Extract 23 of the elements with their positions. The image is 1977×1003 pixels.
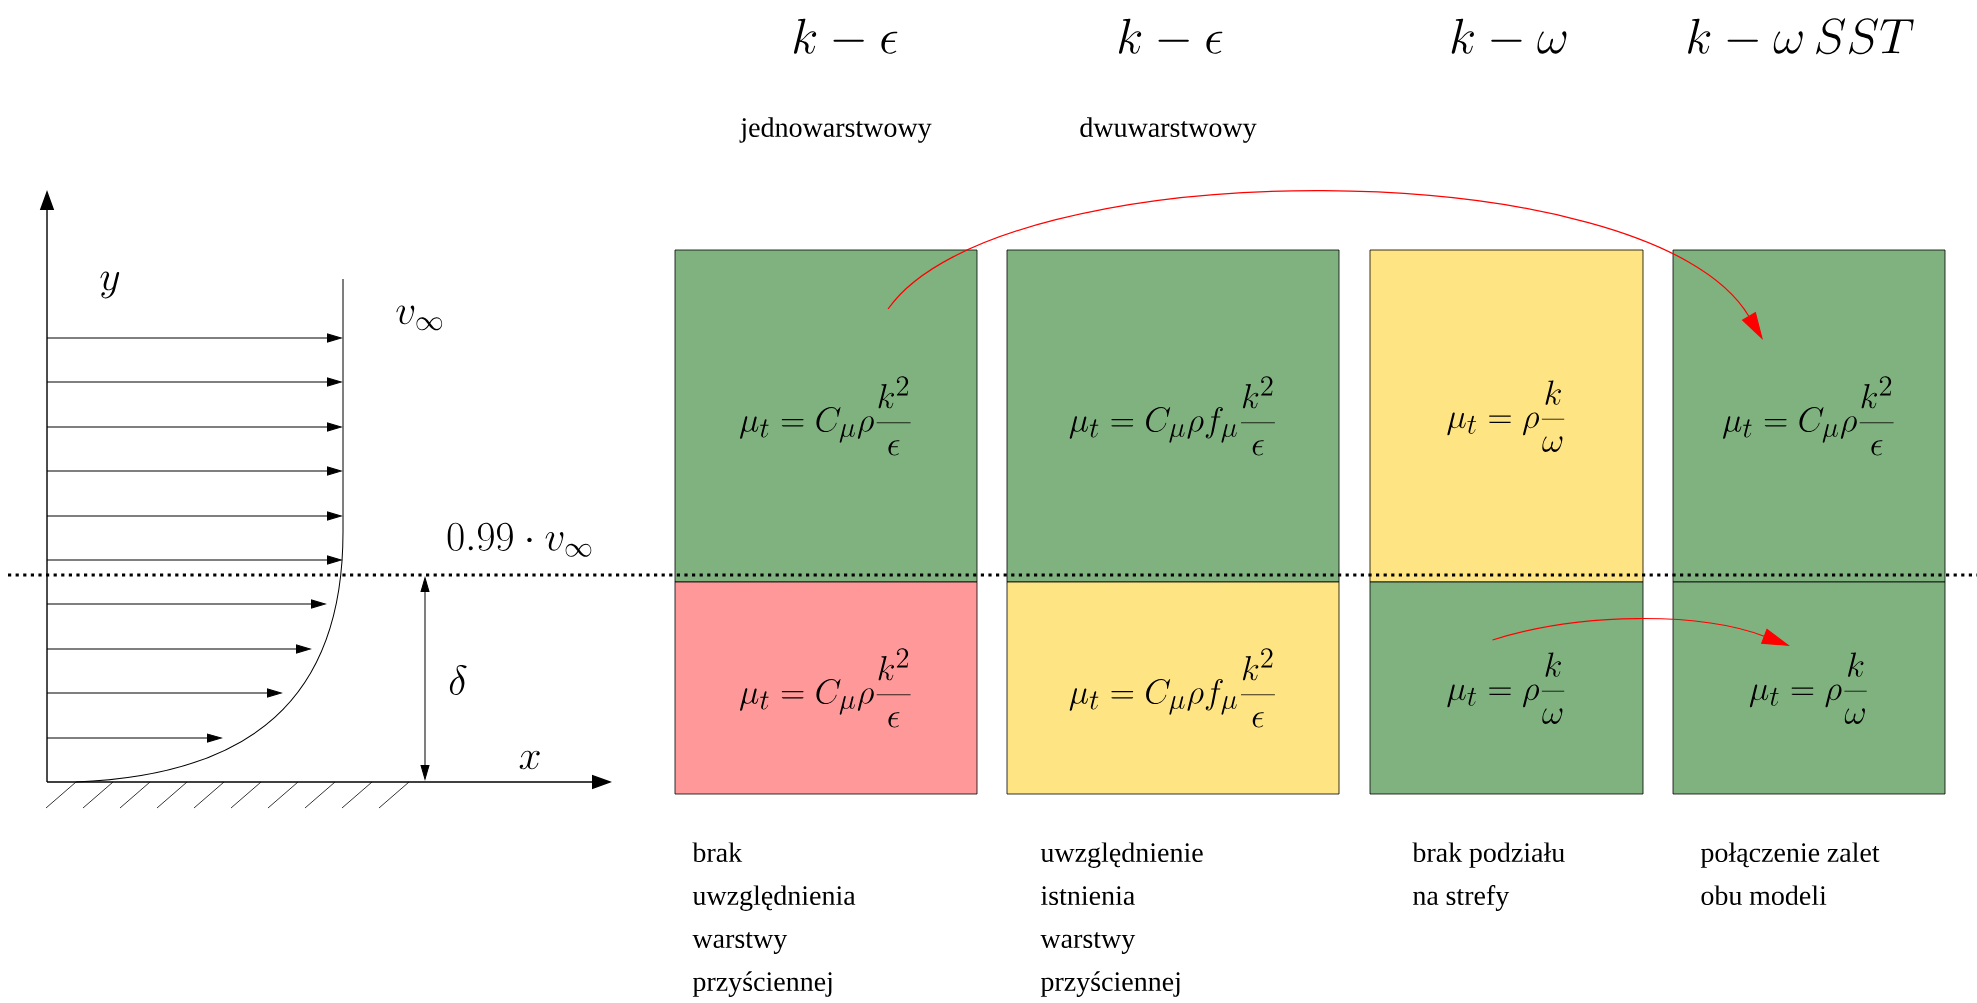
column-heading: $k-\omega$: [1451, 18, 1567, 54]
formula-box: $\mu_t=\rho\frac{k}{\omega}$: [1369, 581, 1644, 795]
axis-label: $y$: [100, 271, 120, 299]
model-variant-text: dwuwarstwowy: [1080, 117, 1257, 143]
formula-box: $\mu_t=C_\mu\rho f_\mu\frac{k^2}{\epsilon}$: [1006, 581, 1340, 795]
column-heading: $k-\epsilon$: [1119, 18, 1223, 54]
column-heading: $k-\omega\, SST$: [1688, 18, 1914, 55]
formula-box: $\mu_t=C_\mu\rho\frac{k^2}{\epsilon}$: [674, 249, 978, 583]
velocity-label: $0.99\cdot v_\infty$: [447, 522, 592, 557]
formula-box: $\mu_t=\rho\frac{k}{\omega}$: [1369, 249, 1644, 583]
formula-box: $\mu_t=C_\mu\rho\frac{k^2}{\epsilon}$: [1672, 249, 1946, 583]
description-text: połączenie zalet obu modeli: [1700, 842, 1880, 906]
description-text: uwzględnienie istnienia warstwy przyściennej: [1040, 842, 1203, 997]
model-variant-text: jednowarstwowy: [739, 117, 932, 143]
formula-box: $\mu_t=C_\mu\rho f_\mu\frac{k^2}{\epsilon}$: [1006, 249, 1340, 583]
axis-label: $x$: [519, 750, 540, 770]
velocity-label: $v_\infty$: [396, 305, 443, 331]
formula-box: $\mu_t=\rho\frac{k}{\omega}$: [1672, 581, 1946, 795]
description-text: brak uwzględnienia warstwy przyściennej: [692, 842, 856, 997]
column-heading: $k-\epsilon$: [794, 18, 898, 54]
formula-box: $\mu_t=C_\mu\rho\frac{k^2}{\epsilon}$: [674, 581, 978, 795]
description-text: brak podziału na strefy: [1412, 842, 1565, 911]
thickness-label: $\delta$: [449, 664, 467, 695]
